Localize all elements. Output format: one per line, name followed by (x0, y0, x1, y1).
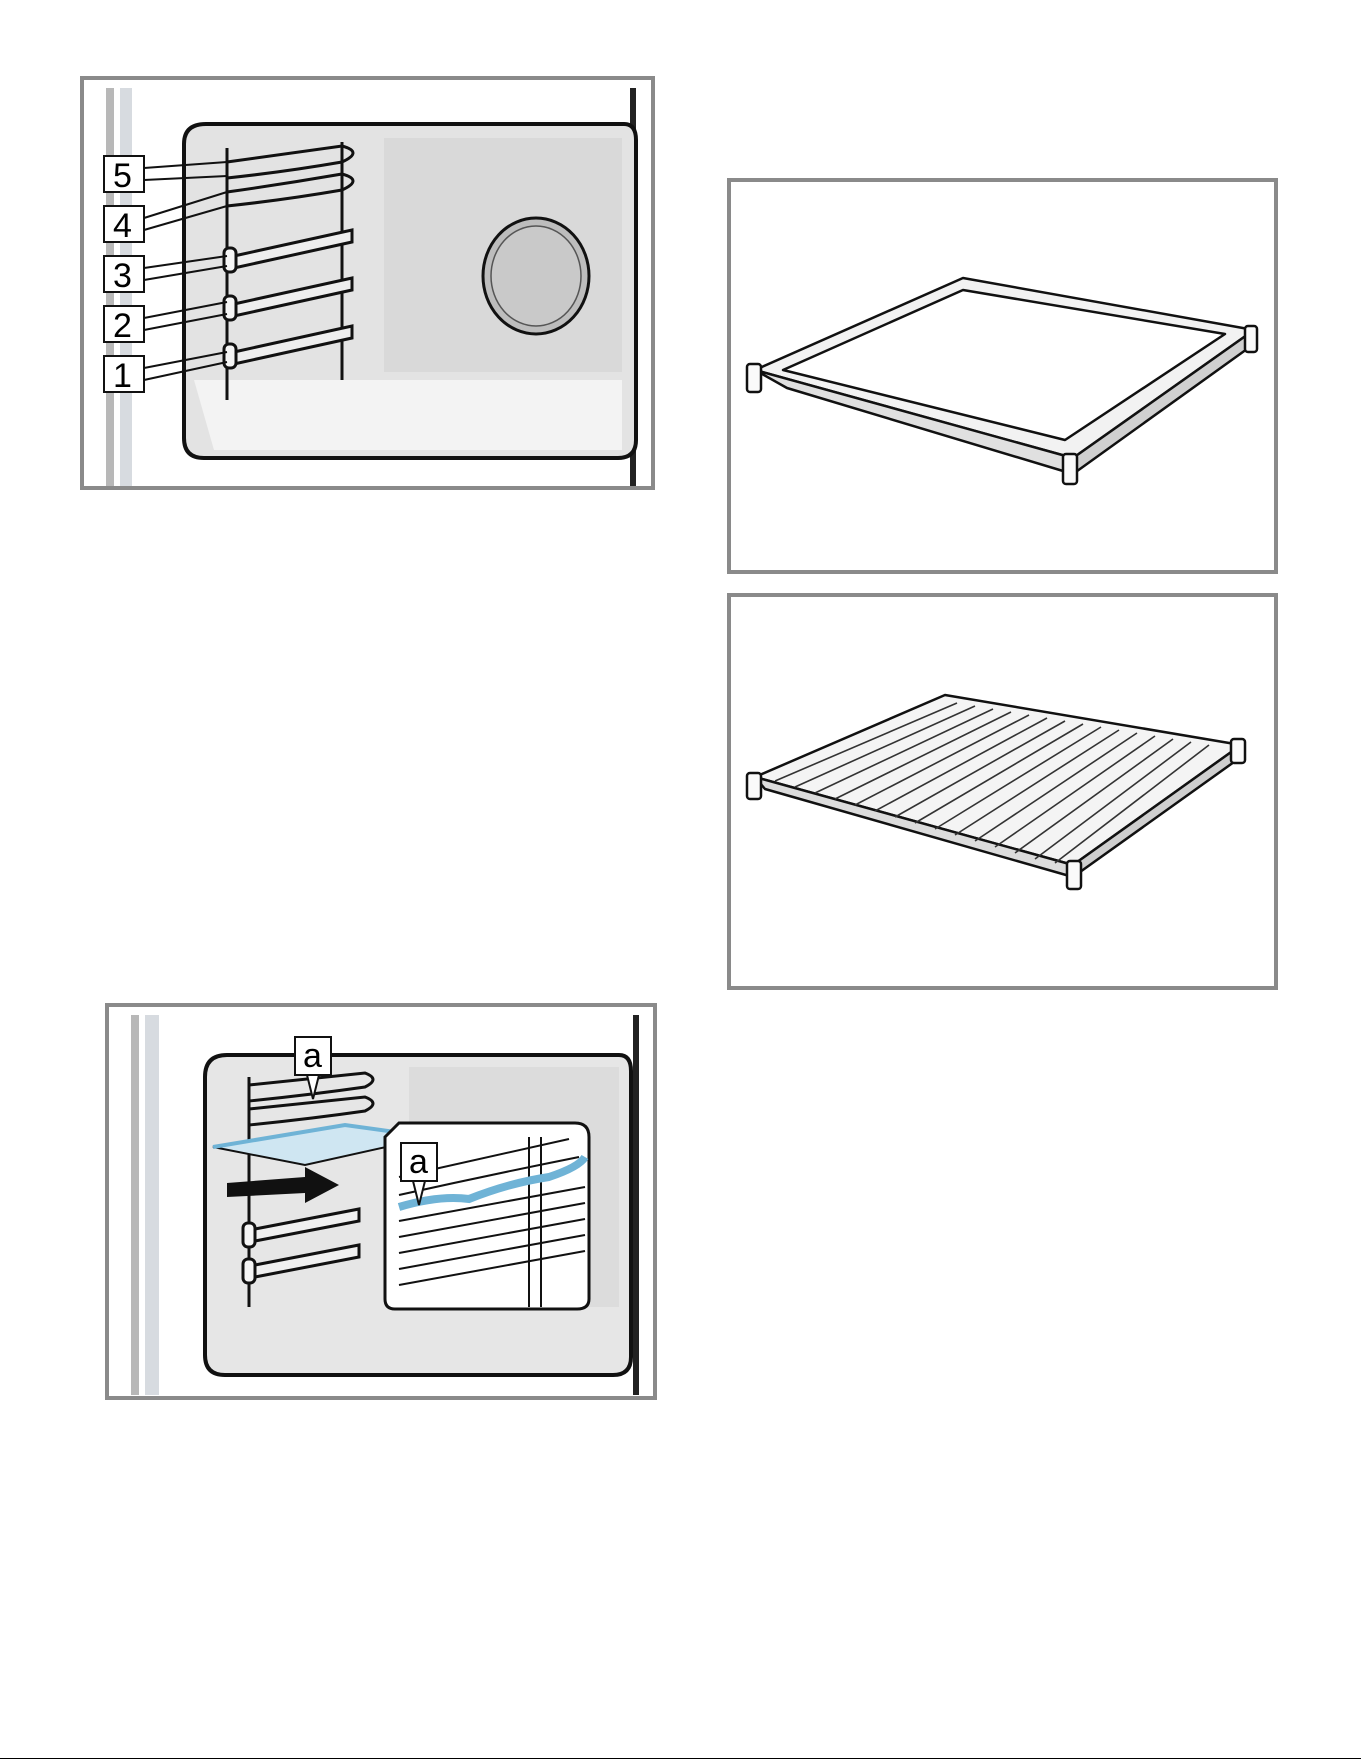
rack-levels-illustration: 5 4 3 2 1 (84, 80, 651, 486)
figure-rack-levels: 5 4 3 2 1 (80, 76, 655, 490)
wire-rack-illustration (731, 597, 1274, 986)
level-label-1: 1 (113, 357, 132, 395)
level-label-4: 4 (113, 207, 132, 245)
baking-tray-illustration (731, 182, 1274, 570)
figure-baking-tray (727, 178, 1278, 574)
level-label-5: 5 (113, 157, 132, 195)
figure-wire-rack (727, 593, 1278, 990)
page-footer-rule (0, 1758, 1361, 1759)
level-label-2: 2 (113, 307, 132, 345)
figure-insert-rack: a a (105, 1003, 657, 1400)
callout-label-a: a (303, 1037, 322, 1075)
detail-label-a: a (409, 1143, 428, 1181)
insert-rack-illustration: a a (109, 1007, 653, 1396)
level-label-3: 3 (113, 257, 132, 295)
